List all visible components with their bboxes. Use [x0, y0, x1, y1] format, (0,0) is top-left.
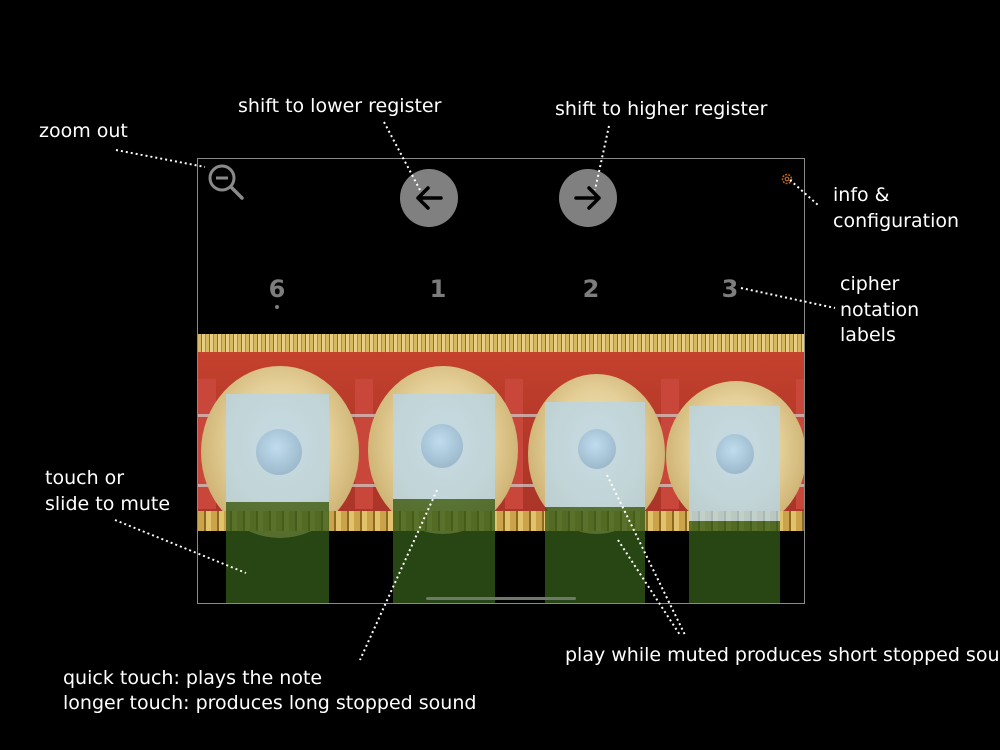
rack-top-trim [198, 334, 804, 352]
annotation-info-1: info & [833, 184, 890, 206]
annotation-mute-2: slide to mute [45, 493, 171, 515]
play-zone-3[interactable] [545, 402, 645, 507]
annotation-touch-1: quick touch: plays the note [63, 667, 323, 689]
mute-zone-1[interactable] [226, 502, 329, 603]
zoom-out-button[interactable] [208, 163, 248, 203]
arrow-right-icon [574, 186, 601, 210]
cipher-label-2: 1 [429, 275, 447, 303]
zoom-out-icon [208, 164, 244, 200]
higher-register-button[interactable] [559, 169, 617, 227]
mute-zone-4[interactable] [689, 521, 780, 603]
annotation-mute-1: touch or [45, 467, 125, 489]
rack-post [355, 379, 373, 509]
cipher-label-1: 6 [257, 275, 297, 309]
leader-zoom-out [115, 149, 206, 168]
annotation-higher-register: shift to higher register [555, 98, 768, 120]
lower-register-button[interactable] [400, 169, 458, 227]
cipher-label-3: 2 [582, 275, 600, 303]
mute-zone-3[interactable] [545, 507, 645, 603]
cipher-label-4: 3 [721, 275, 739, 303]
annotation-info-2: configuration [833, 210, 960, 232]
annotation-touch-2: longer touch: produces long stopped soun… [63, 692, 477, 714]
mute-zone-2[interactable] [393, 499, 495, 603]
info-config-button[interactable] [780, 171, 794, 185]
annotation-zoom-out: zoom out [39, 120, 128, 142]
annotation-cipher-3: labels [840, 324, 896, 346]
lower-octave-dot [275, 305, 279, 309]
annotation-muted-play: play while muted produces short stopped … [565, 644, 1000, 666]
arrow-left-icon [416, 186, 443, 210]
gear-icon [781, 173, 793, 185]
annotation-cipher-1: cipher [840, 273, 900, 295]
play-zone-2[interactable] [393, 394, 495, 499]
play-zone-1[interactable] [226, 394, 329, 502]
app-screen: 6 1 2 3 [197, 158, 805, 604]
home-indicator[interactable] [426, 597, 576, 600]
annotation-cipher-2: notation [840, 299, 920, 321]
annotation-lower-register: shift to lower register [238, 95, 442, 117]
play-zone-4[interactable] [689, 406, 780, 521]
